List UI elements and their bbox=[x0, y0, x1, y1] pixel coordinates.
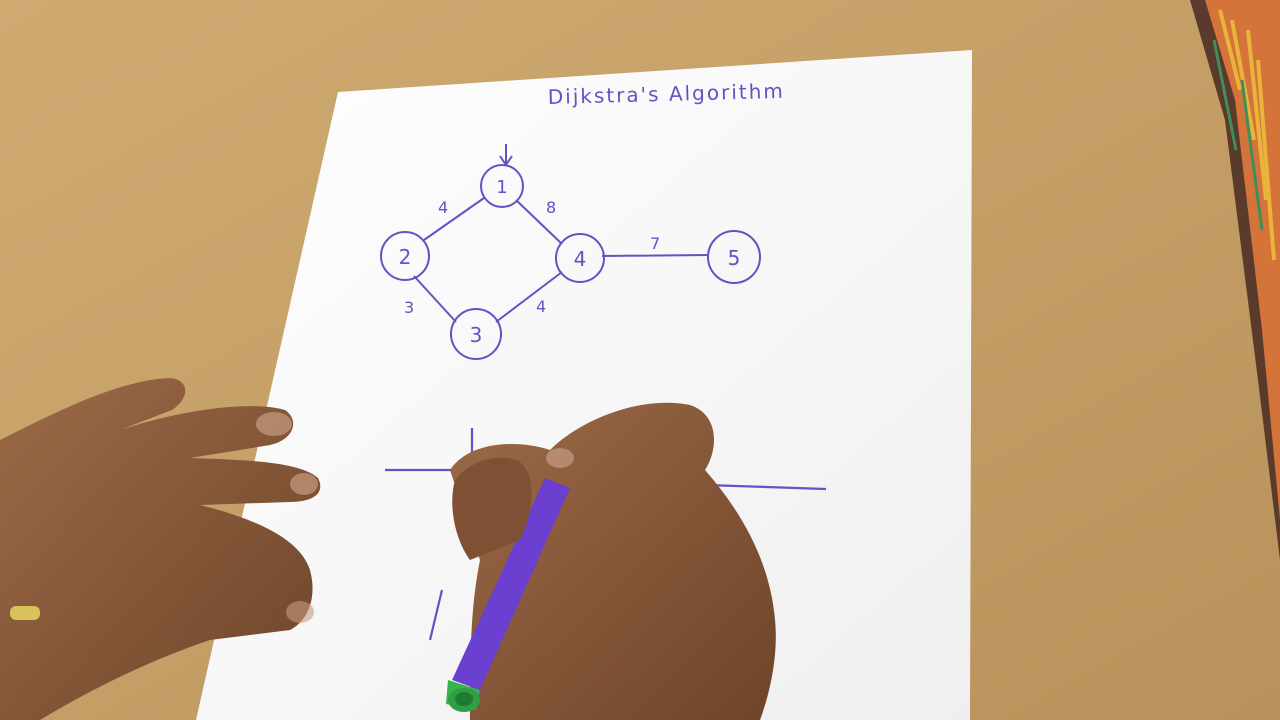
edge-weights: 4 8 3 4 7 bbox=[404, 198, 660, 317]
right-hand bbox=[450, 402, 776, 720]
edge-weight: 7 bbox=[650, 234, 660, 253]
edge-1-2 bbox=[423, 197, 485, 241]
edge-4-5 bbox=[601, 254, 709, 257]
graph-nodes: 1 2 3 4 5 bbox=[380, 164, 761, 360]
graph-node: 1 bbox=[480, 164, 524, 208]
node-label: 3 bbox=[470, 323, 483, 347]
edge-2-3 bbox=[413, 275, 457, 323]
graph-node: 3 bbox=[450, 308, 502, 360]
marker-pen bbox=[446, 478, 570, 712]
node-label: 4 bbox=[574, 247, 587, 271]
graph-node: 5 bbox=[707, 230, 761, 284]
edge-weight: 8 bbox=[546, 198, 556, 217]
edge-weight: 3 bbox=[404, 298, 414, 317]
paper-sheet bbox=[196, 50, 972, 720]
node-label: 1 bbox=[496, 177, 507, 198]
fabric-edge bbox=[1190, 0, 1280, 560]
graph-edges bbox=[413, 197, 709, 323]
right-hand-thumb bbox=[452, 457, 532, 560]
edge-1-4 bbox=[515, 199, 563, 245]
edge-3-4 bbox=[495, 271, 563, 323]
graph-node: 2 bbox=[380, 231, 430, 281]
node-label: 2 bbox=[399, 245, 412, 269]
graph-node: 4 bbox=[555, 233, 605, 283]
edge-weight: 4 bbox=[438, 198, 448, 217]
left-hand bbox=[0, 378, 321, 720]
edge-weight: 4 bbox=[536, 297, 546, 316]
node-label: 5 bbox=[728, 246, 741, 270]
